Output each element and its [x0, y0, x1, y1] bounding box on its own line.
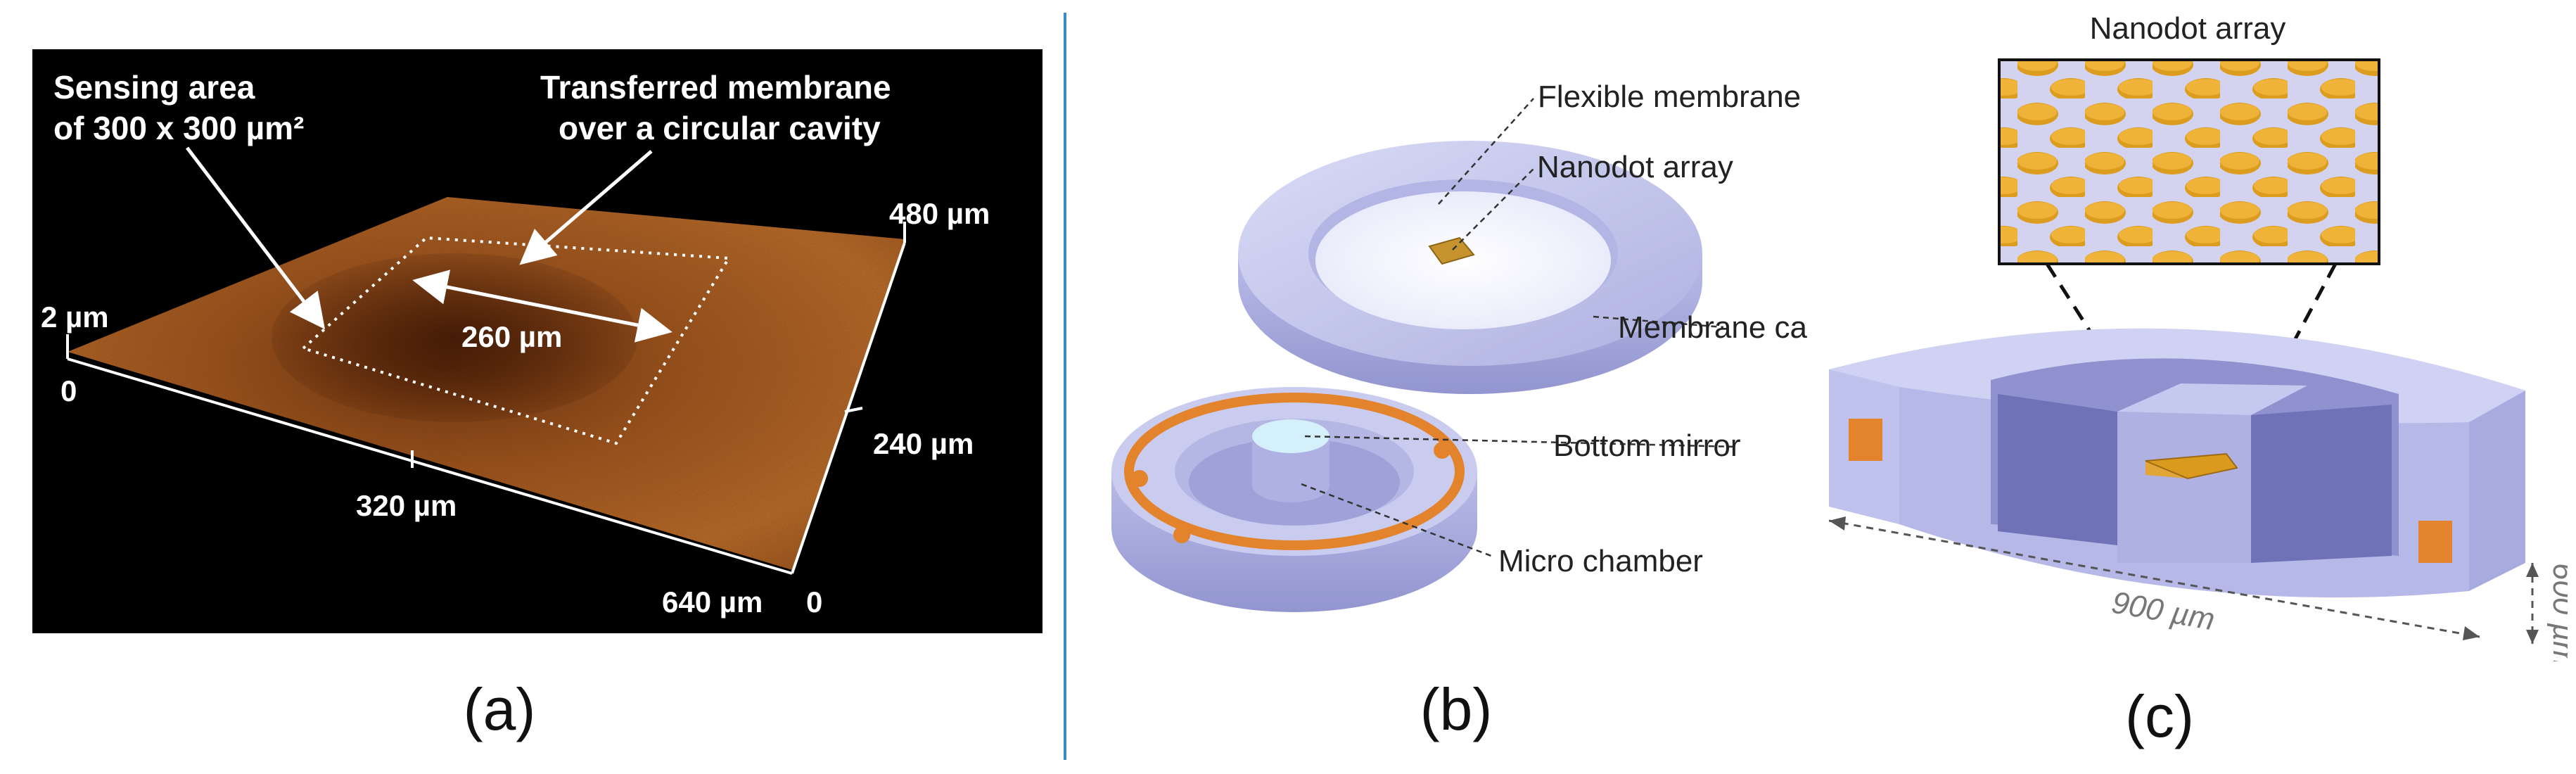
label-nanodot-array-c: Nanodot array	[2090, 11, 2286, 46]
label-micro-chamber: Micro chamber	[1498, 544, 1703, 578]
panel-c-cross-section: Nanodot array 900 µm 600 µm	[1828, 11, 2568, 661]
label-nanodot-array-b: Nanodot array	[1537, 150, 1733, 184]
leader-lines-b	[1301, 98, 1738, 557]
bottom-mirror-top	[1252, 419, 1330, 453]
sensing-area-outline	[300, 236, 732, 445]
afm-cavity	[272, 253, 637, 422]
label-flexible-membrane: Flexible membrane	[1538, 80, 1801, 114]
dim-240-label: 240 µm	[873, 427, 974, 460]
orange-seal-ring	[1124, 393, 1465, 550]
arrow-260	[412, 269, 672, 343]
dim-2-label: 2 µm	[41, 300, 109, 334]
dim-line-900	[1828, 519, 2480, 638]
panel-divider	[1064, 13, 1066, 760]
axis-y	[791, 242, 906, 574]
projection-line-left	[2045, 262, 2179, 469]
label-membrane-carrier: Membrane carrier	[1618, 310, 1808, 345]
center-pillar	[1252, 436, 1330, 502]
caption-c: (c)	[2125, 683, 2194, 749]
dim-480-label: 480 µm	[889, 197, 990, 230]
membrane-label-line1: Transferred membrane	[540, 69, 891, 106]
dim-0-left-label: 0	[60, 374, 77, 407]
panel-a-afm-image: Sensing area of 300 x 300 µm² Transferre…	[32, 49, 1042, 633]
arrow-sensing-area	[186, 146, 326, 329]
tick-240	[844, 407, 863, 413]
caption-a: (a)	[463, 676, 536, 742]
axis-x	[67, 357, 793, 575]
bottom-base	[1111, 387, 1477, 612]
label-bottom-mirror: Bottom mirror	[1553, 429, 1740, 463]
nanodot-array-chip	[1428, 236, 1475, 265]
dim-640-label: 640 µm	[662, 585, 763, 618]
dim-900-label: 900 µm	[2109, 585, 2217, 637]
arrow-membrane	[519, 150, 653, 265]
dim-320-label: 320 µm	[356, 489, 457, 522]
nanodot-inset-frame	[1998, 58, 2380, 265]
membrane-carrier-ring	[1238, 141, 1702, 394]
orange-window-right	[2418, 521, 2452, 563]
sensing-area-label-line2: of 300 x 300 µm²	[53, 110, 304, 146]
sensing-area-label-line1: Sensing area	[53, 69, 255, 106]
orange-window-left	[1849, 419, 1882, 461]
dim-0-right-label: 0	[806, 585, 822, 618]
device-cross-section	[1829, 328, 2525, 598]
caption-b: (b)	[1420, 676, 1493, 742]
dim-600-label: 600 µm	[2546, 563, 2568, 661]
flexible-membrane-disc	[1315, 191, 1611, 329]
panel-b-device-exploded-view: Flexible membrane Nanodot array Membrane…	[1111, 80, 1808, 612]
membrane-label-line2: over a circular cavity	[559, 110, 881, 146]
nanodot-inset-dots	[1999, 60, 2379, 264]
dim-260-label: 260 µm	[461, 320, 562, 353]
